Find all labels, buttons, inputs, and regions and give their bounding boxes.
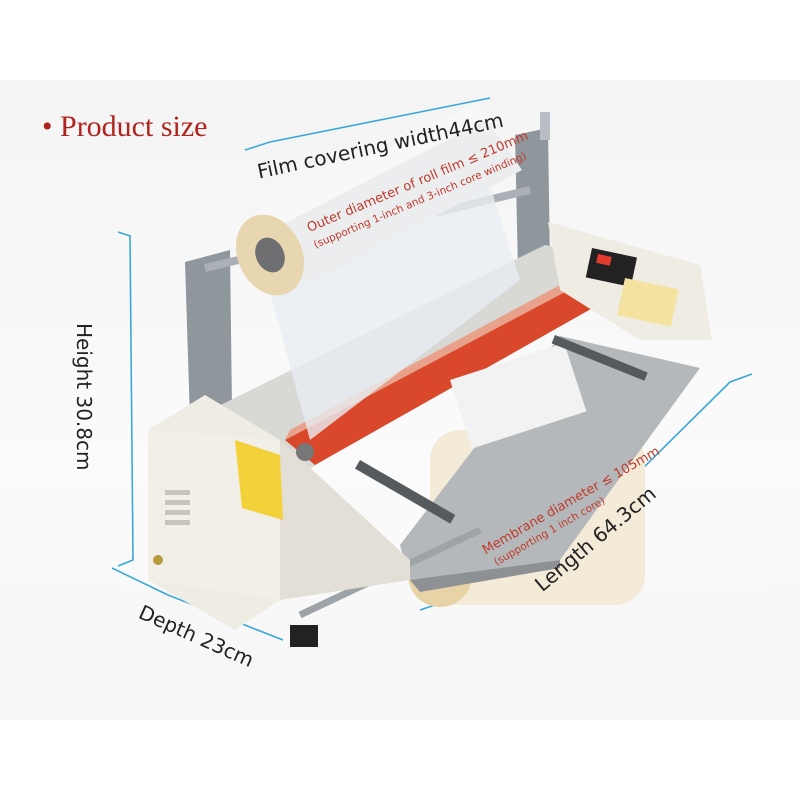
film-sheet <box>270 186 520 440</box>
height-dimension-line <box>117 231 134 567</box>
tray-instruction-label <box>450 342 587 449</box>
power-connector <box>153 555 163 565</box>
page-title: • Product size <box>42 110 208 143</box>
right-roll-arm <box>515 128 550 270</box>
adjust-bolt <box>540 112 550 140</box>
laminating-roller <box>285 292 598 465</box>
top-film-roll <box>235 103 522 296</box>
foot <box>290 625 318 647</box>
depth-dimension-line <box>111 567 284 641</box>
feed-tray <box>400 336 700 580</box>
left-roll-arm <box>185 250 232 420</box>
paper-guide-front <box>355 459 456 524</box>
warning-label-right <box>617 277 679 327</box>
width-dimension-line <box>244 97 491 151</box>
height-label: Height 30.8cm <box>72 323 96 471</box>
temperature-display <box>596 254 612 266</box>
warning-label-left <box>235 440 283 520</box>
paper-guide-rear <box>551 335 648 381</box>
tension-knob <box>296 443 314 461</box>
left-housing <box>148 395 410 647</box>
